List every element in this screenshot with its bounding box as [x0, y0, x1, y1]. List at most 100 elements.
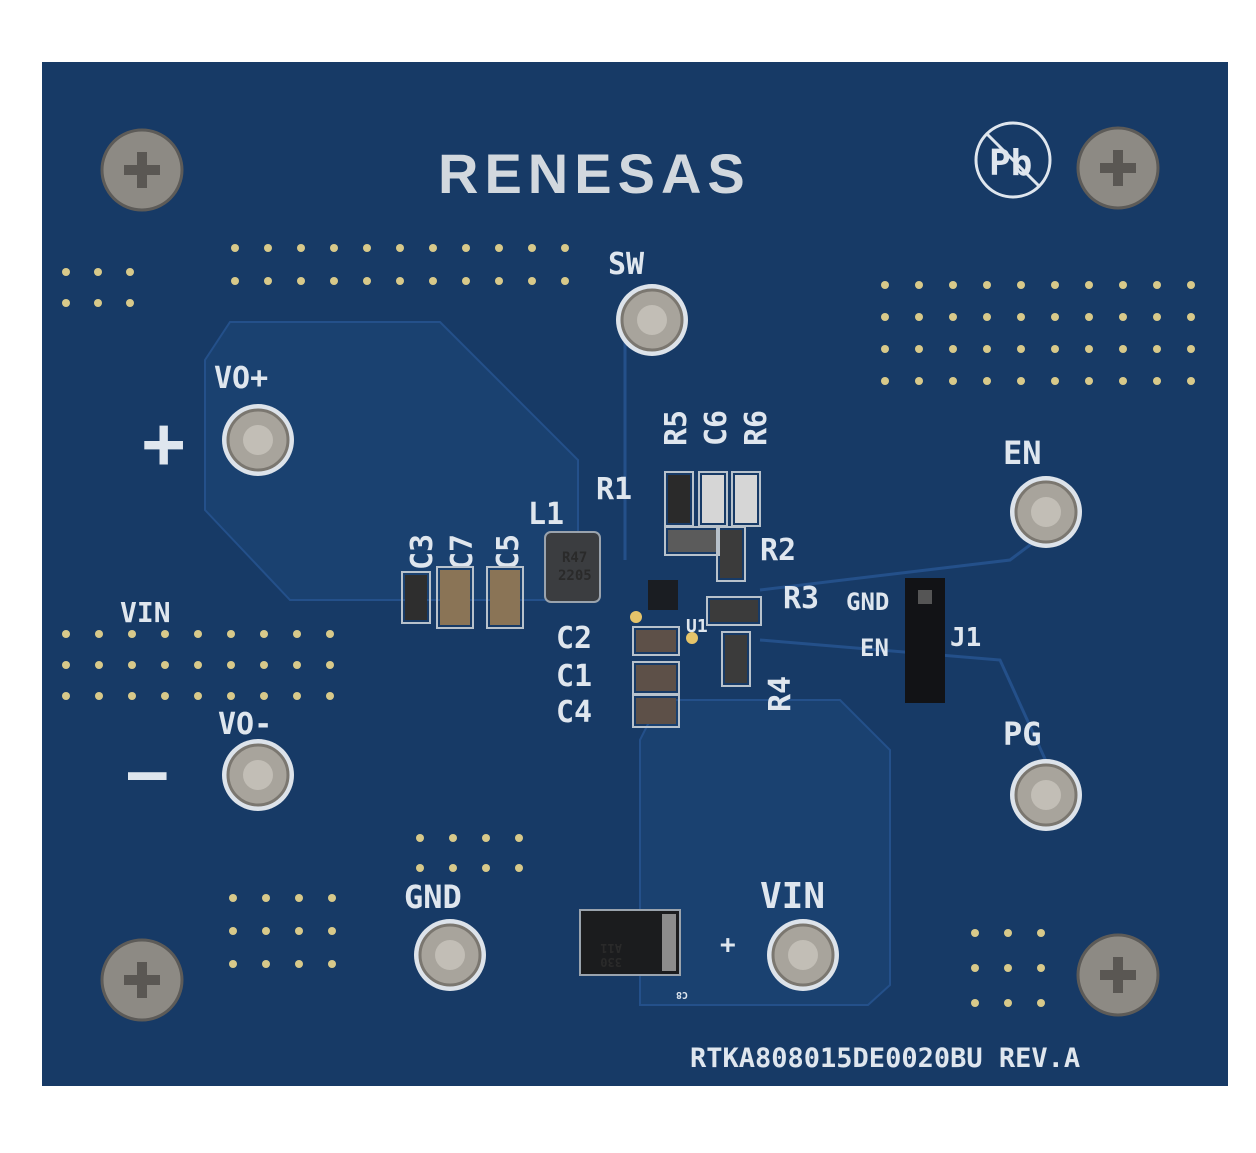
test-point-post[interactable]: [1010, 476, 1082, 548]
jumper-header-j1[interactable]: [905, 578, 945, 703]
via: [326, 692, 334, 700]
test-point-post[interactable]: [222, 739, 294, 811]
via: [462, 244, 470, 252]
via: [194, 630, 202, 638]
via: [881, 281, 889, 289]
via: [495, 277, 503, 285]
via: [126, 299, 134, 307]
smd-component: [486, 566, 524, 629]
via: [62, 268, 70, 276]
via: [1051, 313, 1059, 321]
via: [949, 377, 957, 385]
label-r2: R2: [760, 533, 796, 568]
via: [128, 692, 136, 700]
label-j1-gnd: GND: [846, 588, 889, 616]
via: [416, 864, 424, 872]
via: [1153, 313, 1161, 321]
label-l1: L1: [528, 497, 564, 532]
via: [949, 345, 957, 353]
plus-sign: +: [142, 401, 185, 485]
via: [128, 630, 136, 638]
label-vo-plus: VO+: [214, 361, 268, 396]
renesas-logo: RENESAS: [438, 142, 751, 205]
via: [328, 894, 336, 902]
minus-sign: —: [128, 736, 167, 810]
via: [949, 281, 957, 289]
via: [227, 630, 235, 638]
svg-text:2205: 2205: [558, 568, 592, 584]
mounting-screw: [1076, 933, 1160, 1017]
via: [328, 927, 336, 935]
via: [94, 299, 102, 307]
via: [482, 834, 490, 842]
mounting-screw: [1076, 126, 1160, 210]
smd-component: [716, 526, 746, 582]
via: [881, 377, 889, 385]
via: [229, 927, 237, 935]
via: [1037, 999, 1045, 1007]
via: [528, 277, 536, 285]
smd-component: [436, 566, 474, 629]
smd-component: [706, 596, 762, 626]
test-point-post[interactable]: [414, 919, 486, 991]
via: [363, 277, 371, 285]
via: [62, 630, 70, 638]
via: [983, 281, 991, 289]
smd-component: [632, 661, 680, 695]
label-r6: R6: [739, 410, 774, 446]
via: [462, 277, 470, 285]
via: [1017, 313, 1025, 321]
smd-component: [731, 471, 761, 527]
via: [262, 960, 270, 968]
test-point-post[interactable]: [616, 284, 688, 356]
via: [94, 268, 102, 276]
label-vo-minus: VO-: [218, 707, 272, 742]
via: [429, 277, 437, 285]
via: [1187, 281, 1195, 289]
via: [231, 244, 239, 252]
via: [449, 834, 457, 842]
smd-component: [632, 626, 680, 656]
via: [227, 692, 235, 700]
label-r3: R3: [783, 581, 819, 616]
via: [330, 277, 338, 285]
via: [515, 864, 523, 872]
label-vin-left: VIN: [120, 596, 171, 629]
via: [983, 345, 991, 353]
part-number: RTKA808015DE0020BU REV.A: [690, 1043, 1080, 1074]
via: [194, 692, 202, 700]
via: [949, 313, 957, 321]
via: [161, 661, 169, 669]
via: [95, 630, 103, 638]
via: [1153, 377, 1161, 385]
via: [126, 268, 134, 276]
cap-plus-mark: +: [720, 930, 736, 960]
via: [983, 377, 991, 385]
via: [1085, 281, 1093, 289]
svg-text:A11: A11: [600, 941, 622, 955]
mounting-screw: [100, 128, 184, 212]
via: [561, 277, 569, 285]
label-c1: C1: [556, 659, 592, 694]
via: [1037, 929, 1045, 937]
via: [983, 313, 991, 321]
via: [396, 277, 404, 285]
via: [262, 894, 270, 902]
label-r5: R5: [659, 410, 694, 446]
via: [293, 692, 301, 700]
capacitor-c8: 330 A11: [579, 909, 681, 976]
test-point-post[interactable]: [767, 919, 839, 991]
via: [971, 964, 979, 972]
test-point-post[interactable]: [222, 404, 294, 476]
via: [231, 277, 239, 285]
via: [1119, 281, 1127, 289]
via: [1017, 377, 1025, 385]
via: [915, 313, 923, 321]
test-point-post[interactable]: [1010, 759, 1082, 831]
via: [1051, 281, 1059, 289]
lead-free-text: Pb: [989, 143, 1032, 184]
via: [262, 927, 270, 935]
via: [449, 864, 457, 872]
label-pg: PG: [1003, 715, 1042, 753]
